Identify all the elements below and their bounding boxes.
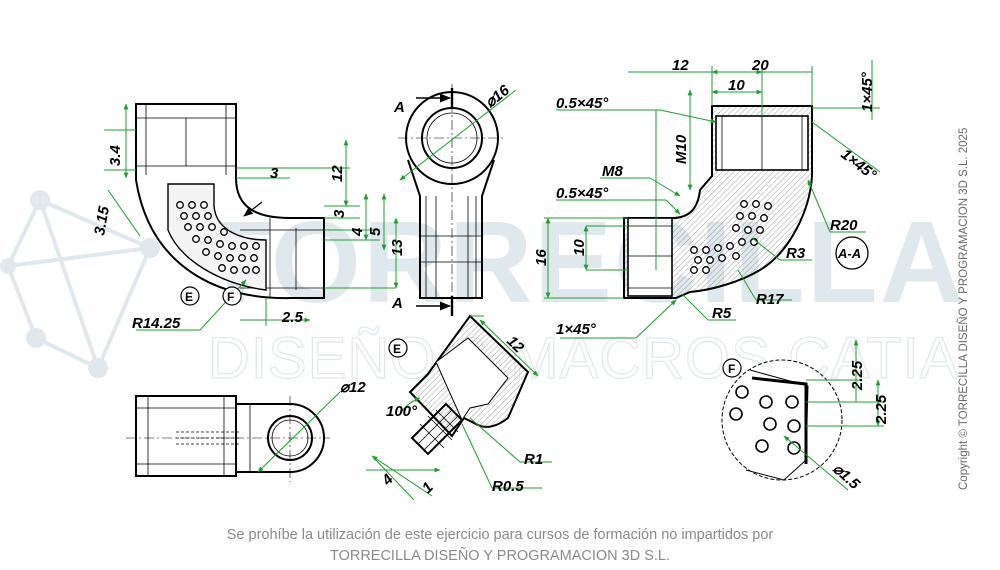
footer-line-2: TORRECILLA DISEÑO Y PROGRAMACION 3D S.L. [329, 548, 671, 564]
watermark: TORRECILLA DISEÑO & MACROS CATIA [0, 190, 965, 392]
section-letter-bottom: A [391, 295, 403, 312]
detail-f-dimensions [783, 339, 884, 491]
front-view-holes [176, 201, 260, 274]
section-label-badge: A-A [835, 236, 869, 270]
dim-m10: M10 [673, 134, 690, 164]
dim-3-4: 3.4 [107, 144, 124, 166]
detail-f-holes [729, 385, 801, 455]
copyright-text: Copyright © TORRECILLA DISEÑO Y PROGRAMA… [957, 128, 970, 490]
detail-e-dimensions [366, 315, 552, 501]
dim-chamfer-0-5-b: 0.5×45° [556, 185, 609, 202]
dim-chamfer-0-5-a: 0.5×45° [556, 95, 609, 112]
dim-13: 13 [389, 239, 406, 256]
detail-e-view: E 12 100° 4 1 R1 R0.5 [366, 314, 552, 501]
dim-10-top: 10 [728, 77, 745, 94]
section-view-dimensions [544, 60, 881, 339]
dim-r5: R5 [712, 305, 732, 322]
dim-20: 20 [751, 57, 769, 74]
dim-dia12: ⌀12 [340, 379, 366, 396]
dim-r14-25: R14.25 [132, 315, 181, 332]
dim-m8: M8 [602, 163, 623, 180]
watermark-tagline: DISEÑO & MACROS CATIA [208, 326, 959, 391]
dim-e-100: 100° [386, 403, 418, 420]
section-view: 12 20 10 0.5×45° M10 M8 0.5×45° 10 16 1×… [533, 57, 881, 339]
dim-r3: R3 [786, 245, 806, 262]
dim-3b: 3 [331, 209, 348, 218]
callout-f-circle: F [222, 286, 242, 306]
dim-chamfer-1-right: 1×45° [838, 146, 881, 185]
front-view-dimensions [104, 103, 399, 331]
section-label: A-A [837, 246, 861, 261]
dim-chamfer-1-bottom: 1×45° [556, 321, 597, 338]
callout-e-label: E [185, 290, 193, 304]
detail-f-label: F [728, 362, 735, 376]
dim-5: 5 [367, 227, 384, 236]
dim-12-top: 12 [672, 57, 689, 74]
dim-e-r1: R1 [524, 451, 543, 468]
watermark-logo-icon [0, 190, 160, 378]
watermark-brand: TORRECILLA [200, 197, 965, 327]
callout-f-label: F [227, 290, 234, 304]
section-letter-top: A [393, 99, 405, 116]
dim-e-r0-5: R0.5 [492, 478, 524, 495]
dim-r20: R20 [830, 217, 858, 234]
dim-f-2-25-b: 2.25 [873, 394, 890, 425]
dim-4: 4 [349, 227, 366, 237]
dim-2-5: 2.5 [281, 309, 304, 326]
dim-12: 12 [329, 165, 346, 182]
dim-chamfer-1-top: 1×45° [859, 71, 876, 112]
section-view-holes [690, 200, 772, 274]
dim-f-2-25-a: 2.25 [849, 360, 866, 391]
top-view: ⌀12 [126, 379, 366, 482]
dim-16: 16 [533, 249, 550, 266]
dim-r17: R17 [756, 291, 784, 308]
dim-3-15: 3.15 [91, 204, 113, 236]
dim-e-1: 1 [419, 479, 437, 497]
footer-line-1: Se prohíbe la utilización de este ejerci… [226, 527, 774, 543]
dim-3: 3 [270, 165, 279, 182]
dim-10-m8: 10 [571, 239, 588, 256]
callout-e-circle: E [180, 286, 200, 306]
front-view: 3.4 3.15 3 12 3 4 5 13 2.5 R14.25 E F [91, 103, 406, 332]
detail-e-label: E [393, 342, 401, 356]
